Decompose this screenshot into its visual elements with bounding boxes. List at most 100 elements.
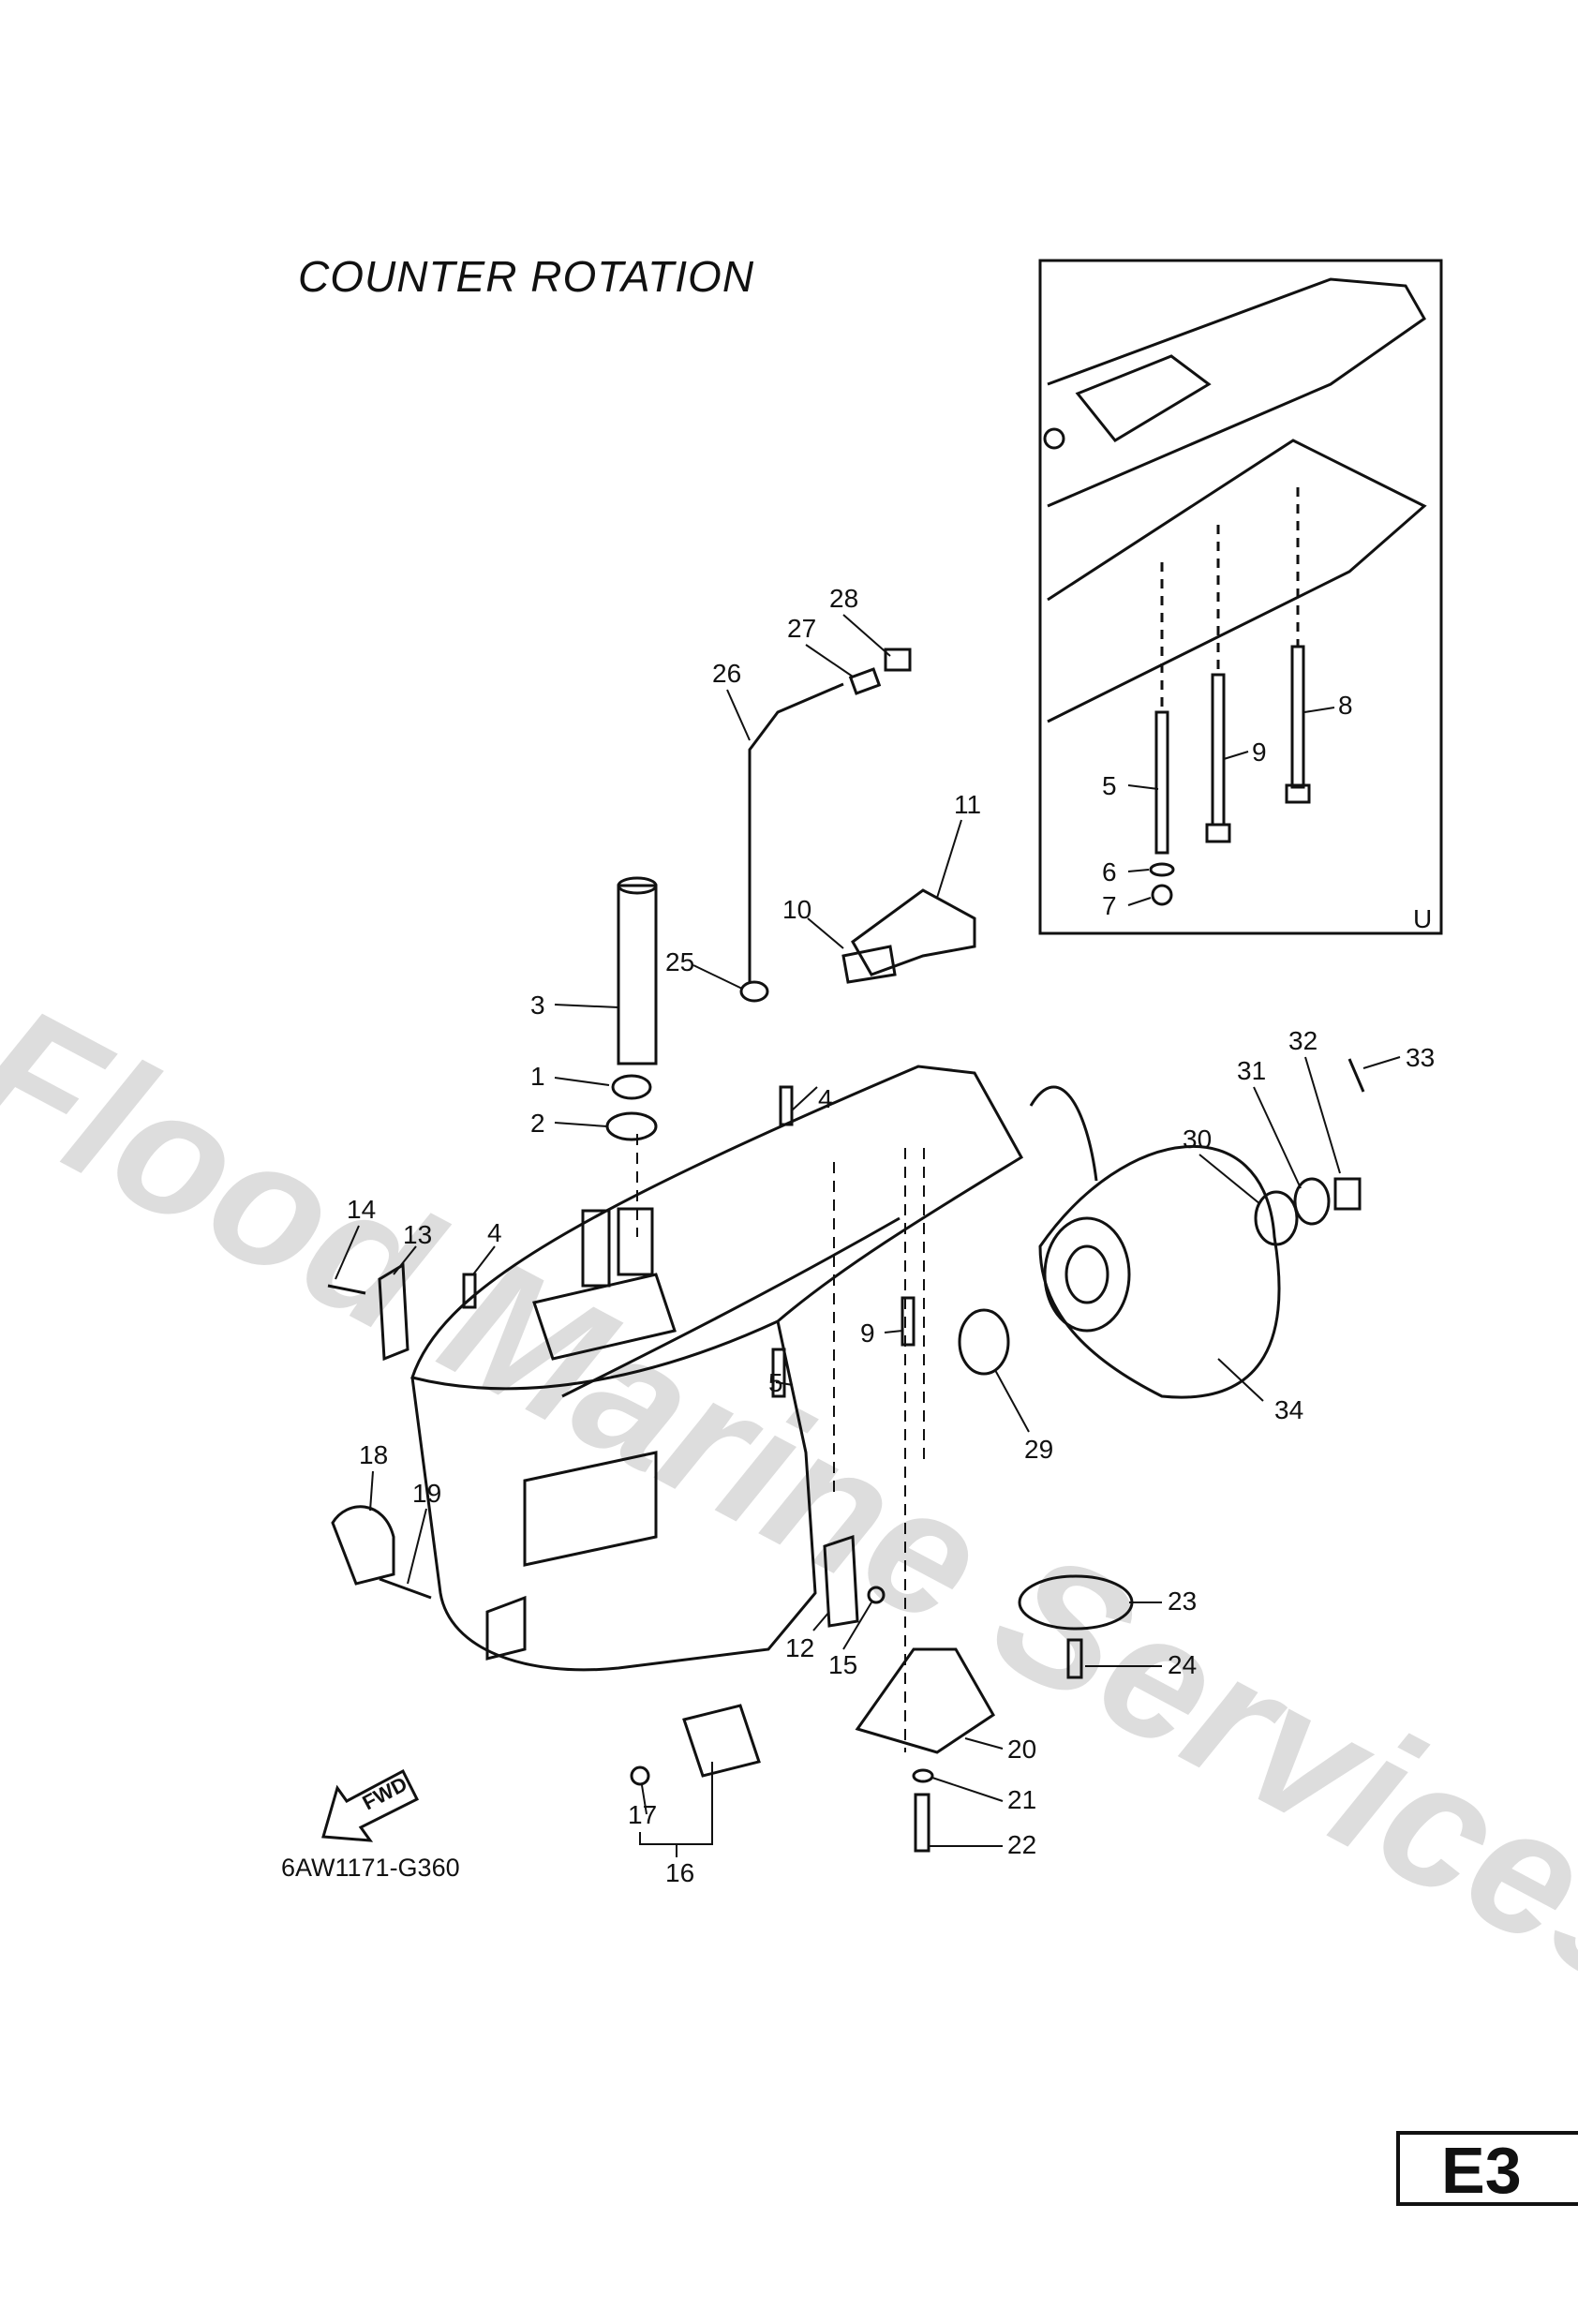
callout-main: 2	[530, 1109, 545, 1138]
inset-casing-upper	[1047, 277, 1426, 508]
callout-main: 12	[785, 1633, 814, 1662]
prop-hub	[1043, 1216, 1131, 1333]
inset-bolt-8	[1290, 645, 1305, 789]
callout-main: 20	[1007, 1735, 1036, 1764]
seal-1	[611, 1074, 652, 1100]
callout-main: 15	[828, 1650, 857, 1679]
prop-blade-top	[1029, 1085, 1098, 1182]
callout-main: 14	[347, 1195, 376, 1224]
casing-ridge	[561, 1216, 901, 1398]
inset-detail	[1038, 259, 1443, 935]
inset-mark: U	[1413, 904, 1432, 933]
callout-main: 11	[954, 790, 981, 819]
water-pump-assembly	[532, 648, 976, 1361]
callout-inset: 6	[1102, 857, 1117, 886]
bolt-14	[327, 1284, 366, 1295]
anode-13	[378, 1262, 409, 1362]
nut-17	[630, 1765, 650, 1786]
trim-tab-18	[331, 1505, 395, 1586]
casing-window	[523, 1451, 658, 1567]
callout-main: 24	[1168, 1650, 1197, 1679]
callout-main: 31	[1237, 1056, 1266, 1085]
gasket-11	[851, 888, 976, 976]
fwd-label: FWD	[359, 1772, 411, 1815]
callout-inset: 7	[1102, 891, 1117, 920]
pump-tube	[617, 1207, 654, 1276]
callout-inset: 9	[1252, 737, 1267, 767]
inset-bolt-9	[1211, 673, 1226, 827]
inset-frame	[1038, 259, 1443, 935]
propeller-34	[1038, 1145, 1281, 1399]
drive-shaft	[581, 1209, 611, 1288]
callout-main: 10	[782, 895, 811, 924]
dowel-4-right	[779, 1085, 794, 1126]
callout-main: 30	[1183, 1125, 1212, 1154]
washer-31	[1293, 1177, 1331, 1226]
callout-main: 13	[403, 1220, 432, 1249]
joint-27	[848, 667, 882, 695]
anode-parts	[327, 1085, 1134, 1853]
callout-main: 28	[829, 584, 858, 613]
bolt-5	[771, 1348, 786, 1398]
leader-lines	[335, 614, 1401, 1847]
assembly-dash-lines	[636, 1134, 925, 1752]
callout-main: 19	[412, 1479, 441, 1508]
inset-bolt-8-head	[1285, 783, 1311, 804]
anode-12	[823, 1534, 859, 1628]
bolt-9	[901, 1296, 916, 1347]
bolt-19	[379, 1577, 432, 1600]
callout-main: 34	[1274, 1395, 1303, 1424]
callout-main: 18	[359, 1440, 388, 1469]
casing-top-deck	[410, 1065, 1024, 1391]
bolt-24	[1066, 1638, 1083, 1679]
spacer-29	[958, 1308, 1010, 1376]
callout-main: 4	[818, 1084, 833, 1113]
bracket-16	[639, 1762, 713, 1857]
callout-labels: 1 2 3 4 4 5 9 10 11 12 13 14 15 16 17 18…	[347, 584, 1435, 1887]
fwd-arrow: FWD	[321, 1768, 420, 1842]
callout-inset: 5	[1102, 771, 1117, 800]
casing-lower-window	[485, 1595, 527, 1661]
page-label: E3	[1441, 2134, 1522, 2207]
callout-main: 23	[1168, 1587, 1197, 1616]
callout-main: 27	[787, 614, 816, 643]
callout-main: 22	[1007, 1830, 1036, 1859]
inset-stud-5	[1154, 710, 1169, 855]
grommet-25	[739, 980, 769, 1003]
callout-main: 17	[628, 1800, 657, 1829]
callout-main: 21	[1007, 1785, 1036, 1814]
grommet-tube-3	[617, 884, 658, 1065]
grommet-2	[605, 1111, 658, 1141]
callout-main: 5	[768, 1368, 783, 1397]
callout-main: 33	[1406, 1043, 1435, 1072]
callout-main: 9	[860, 1318, 875, 1348]
callout-main: 32	[1288, 1026, 1317, 1055]
anode-20	[855, 1647, 995, 1754]
bolt-22	[914, 1793, 930, 1853]
propeller-assembly	[958, 1058, 1365, 1399]
inset-hole	[1043, 427, 1065, 450]
inset-casing-lower	[1047, 439, 1427, 723]
nut-15	[867, 1586, 886, 1604]
callout-main: 16	[665, 1858, 694, 1887]
plate-10	[841, 945, 897, 984]
callout-inset: 8	[1338, 691, 1353, 720]
callout-main: 1	[530, 1062, 545, 1091]
inset-washer-6	[1149, 862, 1175, 877]
dowel-4-left	[462, 1273, 477, 1309]
callout-main: 4	[487, 1218, 502, 1247]
clip-28	[884, 648, 912, 672]
prop-hub-bore	[1064, 1244, 1109, 1304]
callout-main: 3	[530, 991, 545, 1020]
casing-body	[410, 1320, 817, 1672]
callout-main: 26	[712, 659, 741, 688]
washer-30	[1254, 1190, 1299, 1246]
inset-bolt-9-head	[1205, 823, 1231, 843]
nut-32	[1333, 1177, 1362, 1211]
cap-23	[1018, 1574, 1134, 1631]
washer-21	[912, 1768, 934, 1783]
drawing-code: 6AW1171-G360	[281, 1854, 460, 1882]
cotter-pin-33	[1347, 1058, 1365, 1093]
